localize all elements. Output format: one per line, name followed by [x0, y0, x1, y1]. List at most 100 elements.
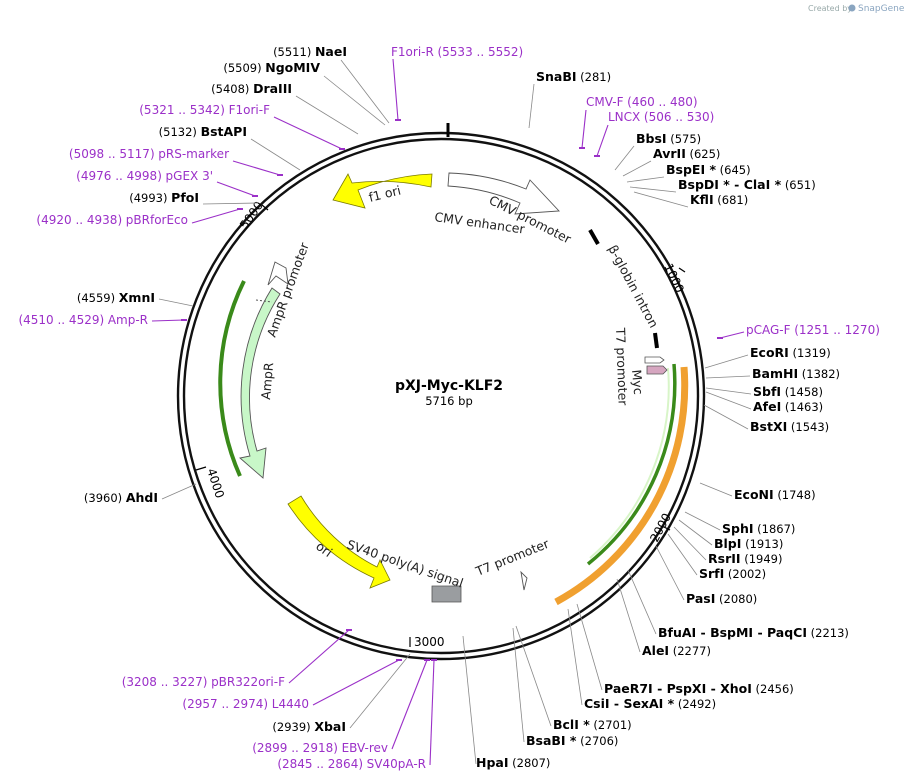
pcag-f-leader-line — [719, 331, 745, 339]
kfli-name: KflI — [690, 192, 714, 207]
enzyme-ecori[interactable]: EcoRI (1319) — [750, 345, 831, 360]
enzyme-blpi[interactable]: BlpI (1913) — [714, 536, 783, 551]
beta-globin-intron-marks — [588, 229, 659, 349]
srfi-name: SrfI — [699, 566, 724, 581]
xmni-position: (4559) — [77, 291, 115, 305]
f1ori-r-name: F1ori-R — [391, 45, 434, 59]
bspei-name: BspEI * — [666, 162, 716, 177]
rsrii-position: (1949) — [744, 552, 782, 566]
cmv-promoter-arrow[interactable] — [447, 172, 560, 215]
primer-pbr322ori-f[interactable]: (3208 .. 3227) pBR322ori-F — [122, 675, 285, 689]
enzyme-econi[interactable]: EcoNI (1748) — [734, 487, 816, 502]
enzyme-bspdi[interactable]: BspDI * - ClaI * (651) — [678, 177, 816, 192]
enzyme-xmni[interactable]: (4559) XmnI — [77, 290, 155, 305]
enzyme-csii[interactable]: CsiI - SexAI * (2492) — [584, 696, 716, 711]
sv40pa-r-position: (2845 .. 2864) — [277, 757, 363, 771]
enzyme-kfli[interactable]: KflI (681) — [690, 192, 748, 207]
ebv-rev-leader-line — [391, 659, 428, 750]
enzyme-srfi[interactable]: SrfI (2002) — [699, 566, 766, 581]
primer-f1ori-f[interactable]: (5321 .. 5342) F1ori-F — [139, 103, 270, 117]
enzyme-ngomiv[interactable]: (5509) NgoMIV — [223, 60, 320, 75]
bsabi-position: (2706) — [580, 734, 618, 748]
amp-r-position: (4510 .. 4529) — [18, 313, 104, 327]
enzyme-sbfi[interactable]: SbfI (1458) — [753, 384, 823, 399]
primer-f1ori-r[interactable]: F1ori-R (5533 .. 5552) — [391, 45, 523, 59]
myc-tag-box[interactable] — [646, 365, 668, 375]
myc-label: Myc — [629, 369, 646, 395]
snabi-leader-line — [528, 83, 535, 129]
primer-amp-r[interactable]: (4510 .. 4529) Amp-R — [18, 313, 148, 327]
credit-brand[interactable]: SnapGene — [858, 4, 905, 14]
ori-arrow[interactable] — [287, 495, 391, 589]
prs-marker-name: pRS-marker — [158, 147, 229, 161]
enzyme-xbai[interactable]: (2939) XbaI — [272, 719, 346, 734]
bspei-position: (645) — [720, 163, 751, 177]
enzyme-bstapi[interactable]: (5132) BstAPI — [159, 124, 247, 139]
pcag-f-position: (1251 .. 1270) — [794, 323, 880, 337]
primer-pcag-f[interactable]: pCAG-F (1251 .. 1270) — [746, 323, 880, 337]
ampr-arrow[interactable] — [239, 287, 281, 479]
pasi-name: PasI — [686, 591, 715, 606]
primer-pbrforeco[interactable]: (4920 .. 4938) pBRforEco — [36, 213, 188, 227]
f1-ori-arrow[interactable] — [332, 173, 433, 209]
primer-pgex3[interactable]: (4976 .. 4998) pGEX 3' — [76, 169, 213, 183]
enzyme-bcli[interactable]: BclI * (2701) — [553, 717, 632, 732]
f1ori-r-leader-line — [392, 58, 399, 121]
sphi-leader-line — [684, 511, 721, 531]
bbsi-name: BbsI — [636, 131, 667, 146]
cmv-f-position: (460 .. 480) — [627, 95, 697, 109]
enzyme-bfuai[interactable]: BfuAI - BspMI - PaqCI (2213) — [658, 625, 849, 640]
enzyme-ahdi[interactable]: (3960) AhdI — [84, 490, 158, 505]
enzyme-pasi[interactable]: PasI (2080) — [686, 591, 757, 606]
enzyme-bstxi[interactable]: BstXI (1543) — [750, 419, 829, 434]
enzyme-sphi[interactable]: SphI (1867) — [722, 521, 795, 536]
xmni-leader-line — [158, 298, 194, 307]
ecori-name: EcoRI — [750, 345, 789, 360]
primer-ebv-rev[interactable]: (2899 .. 2918) EBV-rev — [252, 741, 388, 755]
ahdi-leader-line — [161, 483, 197, 500]
sv40-polya-box[interactable] — [431, 585, 462, 603]
enzyme-snabi[interactable]: SnaBI (281) — [536, 69, 611, 84]
naei-name: NaeI — [315, 44, 347, 59]
enzyme-afei[interactable]: AfeI (1463) — [753, 399, 823, 414]
enzyme-bsabi[interactable]: BsaBI * (2706) — [526, 733, 618, 748]
primer-cmv-f[interactable]: CMV-F (460 .. 480) — [586, 95, 698, 109]
econi-name: EcoNI — [734, 487, 774, 502]
lncx-leader-line — [596, 124, 609, 157]
ampr-promoter-arrow[interactable] — [267, 261, 289, 286]
enzyme-pfoi[interactable]: (4993) PfoI — [129, 190, 199, 205]
enzyme-bspei[interactable]: BspEI * (645) — [666, 162, 751, 177]
enzyme-naei[interactable]: (5511) NaeI — [273, 44, 347, 59]
sphi-position: (1867) — [757, 522, 795, 536]
sv40pa-r-name: SV40pA-R — [367, 757, 426, 771]
beta-globin-label: β-globin intron — [605, 242, 661, 330]
enzyme-alei[interactable]: AleI (2277) — [642, 643, 711, 658]
enzyme-bamhi[interactable]: BamHI (1382) — [752, 366, 840, 381]
klf2-green-arc[interactable] — [586, 363, 677, 566]
primer-prs-marker[interactable]: (5098 .. 5117) pRS-marker — [69, 147, 229, 161]
bcli-leader-line — [515, 625, 552, 727]
enzyme-hpai[interactable]: HpaI (2807) — [476, 755, 550, 770]
draiii-leader-line — [295, 95, 359, 135]
primer-l4440[interactable]: (2957 .. 2974) L4440 — [182, 697, 309, 711]
ecori-leader-line — [704, 354, 749, 369]
primer-lncx[interactable]: LNCX (506 .. 530) — [608, 110, 714, 124]
t7-promoter-bottom-arrow[interactable] — [520, 570, 528, 591]
enzyme-bbsi[interactable]: BbsI (575) — [636, 131, 701, 146]
ecori-position: (1319) — [792, 346, 830, 360]
t7-promoter-bottom-label: T7 promoter — [473, 535, 552, 579]
l4440-position: (2957 .. 2974) — [182, 697, 268, 711]
primer-sv40pa-r[interactable]: (2845 .. 2864) SV40pA-R — [277, 757, 426, 771]
paer7i-position: (2456) — [756, 682, 794, 696]
enzyme-avrii[interactable]: AvrII (625) — [653, 146, 720, 161]
bstapi-position: (5132) — [159, 125, 197, 139]
t7-promoter-right-arrow[interactable] — [644, 356, 665, 364]
enzyme-draiii[interactable]: (5408) DraIII — [211, 81, 292, 96]
l4440-leader-line — [312, 659, 400, 706]
enzyme-paer7i[interactable]: PaeR7I - PspXI - XhoI (2456) — [604, 681, 794, 696]
enzyme-rsrii[interactable]: RsrII (1949) — [708, 551, 782, 566]
avrii-leader-line — [622, 160, 652, 177]
klf2-orange-arc[interactable] — [554, 366, 689, 606]
xbai-position: (2939) — [272, 720, 310, 734]
xbai-name: XbaI — [314, 719, 346, 734]
